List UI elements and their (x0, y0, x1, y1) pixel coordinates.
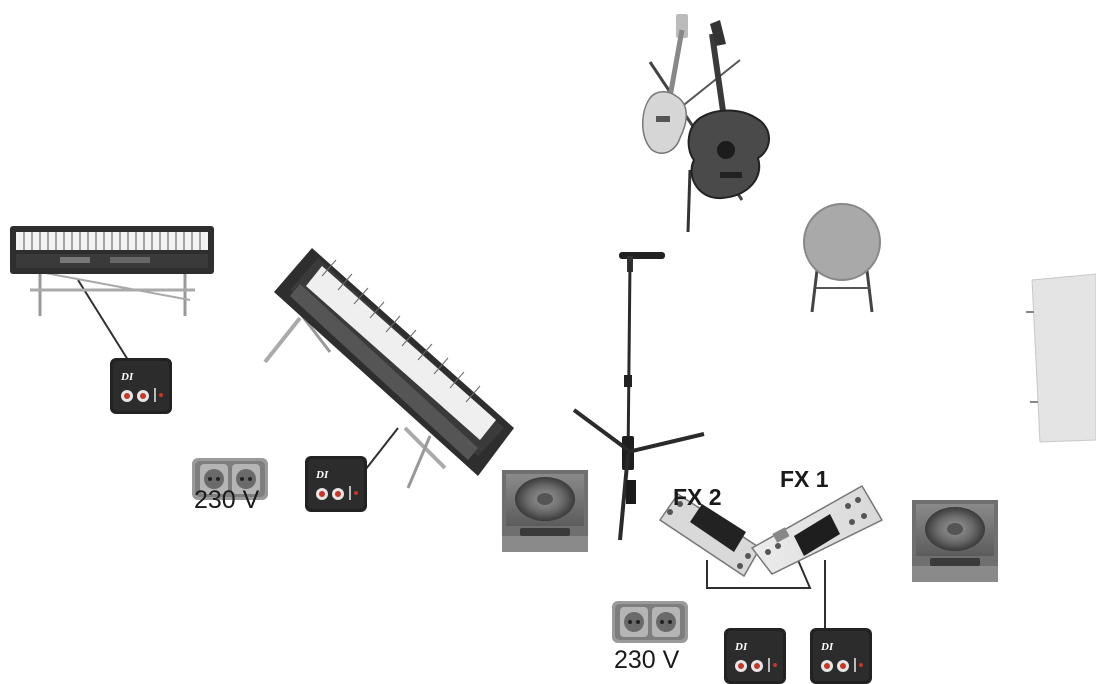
di-box-keyboard (110, 358, 172, 414)
di-box-piano (305, 456, 367, 512)
screen-panel (1026, 273, 1096, 443)
piano-keys (321, 259, 481, 403)
cable-fx2-fx1 (706, 559, 812, 589)
stool (803, 203, 881, 313)
cable-keyboard-di (77, 279, 129, 361)
fx1-label: FX 1 (780, 466, 829, 492)
guitar-stand (642, 14, 770, 233)
di-box-fx2 (724, 628, 786, 684)
floor-monitor-left (502, 470, 588, 552)
cable-piano-di (361, 427, 399, 475)
keyboard-on-stand (10, 226, 214, 316)
power-socket-right (612, 601, 688, 643)
stage-piano-on-x-stand (263, 248, 514, 489)
cables (77, 279, 826, 628)
floor-monitor-right (912, 500, 998, 582)
fx2-label: FX 2 (673, 484, 722, 510)
voltage-label-left: 230 V (194, 486, 260, 514)
microphone-on-stand (572, 252, 705, 541)
effects-processor-fx2 (658, 492, 762, 578)
electric-guitar (642, 14, 688, 154)
voltage-label-right: 230 V (614, 646, 680, 674)
keyboard-keys (23, 232, 201, 250)
di-box-fx1 (810, 628, 872, 684)
effects-processor-fx1 (750, 484, 884, 575)
acoustic-guitar (687, 20, 770, 200)
